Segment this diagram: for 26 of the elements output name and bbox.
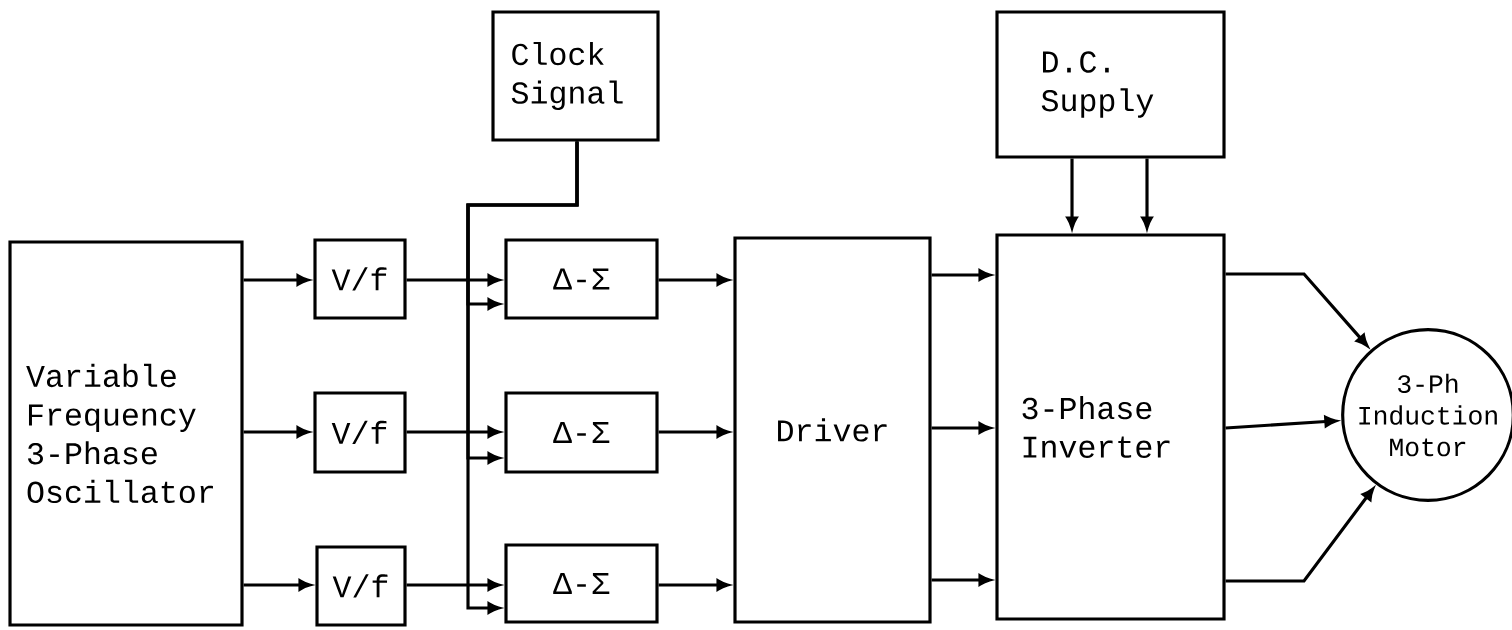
block-box: Δ-Σ bbox=[504, 238, 659, 320]
arrow bbox=[658, 274, 730, 286]
arrow bbox=[243, 274, 310, 286]
block-box: Driver bbox=[733, 236, 932, 624]
arrow bbox=[931, 574, 992, 586]
arrow bbox=[1225, 487, 1374, 583]
arrow bbox=[243, 426, 310, 438]
arrow bbox=[658, 579, 730, 591]
block-box: 3-Phase Inverter bbox=[995, 233, 1226, 621]
arrow bbox=[243, 579, 312, 591]
arrow bbox=[466, 141, 579, 614]
block-box: V/f bbox=[315, 545, 407, 627]
block-box: V/f bbox=[313, 238, 407, 320]
arrow bbox=[406, 579, 501, 591]
block-box: Variable Frequency 3-Phase Oscillator bbox=[8, 240, 244, 627]
block-box: Δ-Σ bbox=[504, 391, 659, 474]
arrow bbox=[406, 274, 501, 286]
block-box: V/f bbox=[313, 391, 407, 474]
arrow bbox=[406, 426, 501, 438]
arrow bbox=[931, 422, 992, 434]
block-box: Δ-Σ bbox=[504, 543, 659, 624]
arrow bbox=[1225, 272, 1369, 347]
block-box: Clock Signal bbox=[491, 10, 660, 142]
arrow bbox=[658, 426, 730, 438]
block-box: D.C. Supply bbox=[995, 10, 1226, 159]
arrow bbox=[931, 269, 992, 281]
